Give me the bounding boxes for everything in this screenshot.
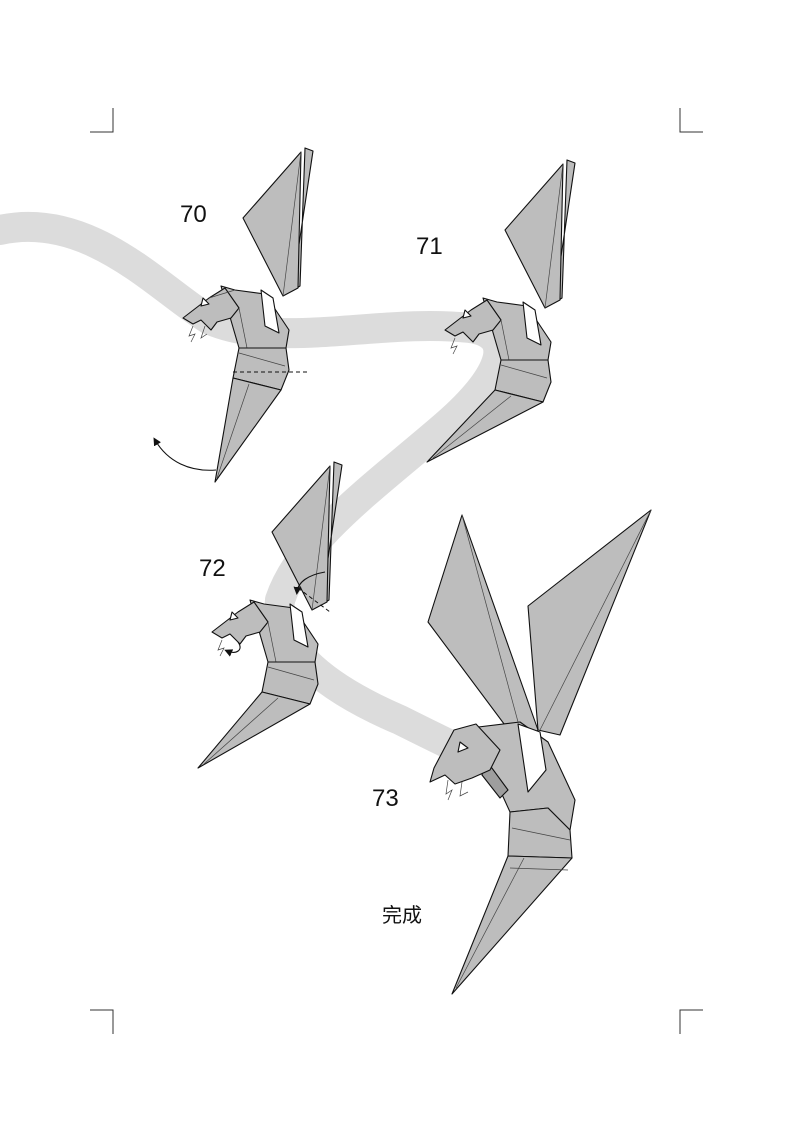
completion-caption: 完成: [382, 903, 422, 927]
crop-marks: [90, 108, 703, 1034]
step-73-figure: [427, 509, 652, 995]
step-number-71: 71: [416, 233, 443, 260]
step-70-figure: [182, 147, 314, 483]
step-72-arrow-wing: [293, 571, 326, 595]
step-number-70: 70: [180, 201, 207, 228]
step-71-figure: [426, 159, 576, 463]
step-72-figure: [197, 461, 343, 769]
step-number-73: 73: [372, 785, 399, 812]
step-number-72: 72: [199, 555, 226, 582]
step-72-arrow-jaw: [224, 641, 241, 657]
step-70-arrow: [153, 437, 217, 471]
